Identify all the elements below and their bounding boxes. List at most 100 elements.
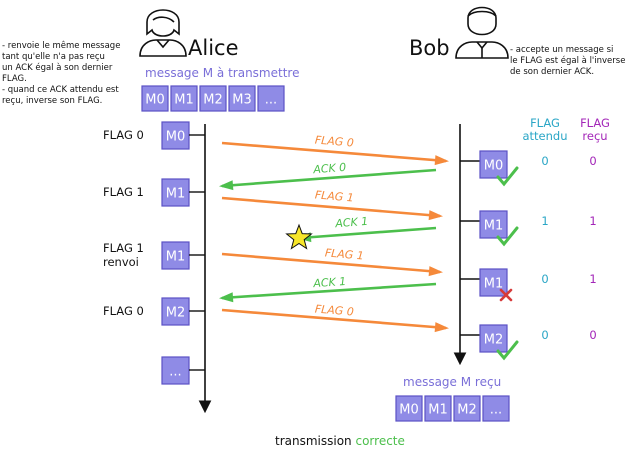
bob-avatar-icon [455, 6, 509, 59]
alice-queue-item-box [141, 85, 169, 112]
cross-icon [499, 288, 513, 302]
flag-table-header: FLAG attendu FLAG reçu [522, 116, 609, 143]
arrow-line [221, 282, 437, 300]
sender-message-box [161, 297, 190, 326]
arrow-line [221, 141, 447, 163]
sender-flag-label: FLAG 1 [103, 241, 144, 255]
bob-queue-item: M1 [424, 395, 452, 422]
arrow-label: ACK 1 [312, 275, 347, 290]
sender-message-label: M2 [166, 306, 186, 321]
received-flag-value: 0 [589, 328, 596, 342]
bob-queue-item: M2 [453, 395, 481, 422]
alice-queue-item-label: M1 [174, 93, 194, 108]
bob-name: Bob [409, 36, 450, 60]
data-arrow: FLAG 1 [221, 246, 443, 277]
expected-flag-header: FLAG [530, 116, 560, 130]
receiver-message-label: M0 [484, 159, 504, 174]
check-icon [496, 226, 519, 247]
arrow-line [221, 308, 447, 330]
received-flag-header: FLAG [580, 116, 610, 130]
received-flag-value: 0 [589, 154, 596, 168]
sender-flag-label: FLAG 0 [103, 304, 144, 318]
sender-message: M1 [161, 178, 190, 207]
alice-queue-item-box [257, 85, 285, 112]
bob-queue-item-box [424, 395, 452, 422]
arrow-head [434, 155, 449, 166]
receiver-message: M1 [479, 210, 508, 239]
receiver-message-box [479, 150, 508, 179]
alice-queue-item: M0 [141, 85, 169, 112]
alice-name: Alice [188, 36, 239, 60]
arrow-line [299, 226, 437, 240]
received-flag-header-sub: reçu [582, 129, 607, 143]
footer-highlight: correcte [355, 434, 404, 448]
left-note-line: FLAG. [2, 74, 27, 84]
bob-queue-item-label: M2 [457, 403, 477, 418]
bob-queue-item-box [395, 395, 423, 422]
lost-ack-star-icon [285, 223, 313, 250]
left-note-line: tant qu'elle n'a pas reçu [2, 52, 105, 62]
ack-arrow: ACK 1 [219, 275, 437, 303]
received-flag-value: 1 [589, 214, 596, 228]
right-note: - accepte un message si le FLAG est égal… [510, 45, 625, 77]
expected-flag-value: 0 [541, 328, 548, 342]
arrow-label: FLAG 0 [314, 302, 354, 318]
alice-queue-item: M3 [228, 85, 256, 112]
check-icon [496, 340, 519, 361]
bob-queue-item: ... [482, 395, 510, 422]
bob-queue-item-box [453, 395, 481, 422]
receiver-message-label: M2 [484, 333, 504, 348]
sender-message: M1 [161, 241, 190, 270]
expected-flag-value: 0 [541, 272, 548, 286]
arrow-label: FLAG 1 [314, 188, 354, 204]
arrow-head [219, 292, 234, 303]
arrow-head [428, 210, 443, 221]
sender-message-box [161, 121, 190, 150]
alice-queue-item-label: M0 [145, 93, 165, 108]
arrow-line [221, 168, 437, 188]
ack-arrow: ACK 0 [219, 161, 437, 191]
ack-arrow: ACK 1 [297, 215, 437, 243]
arrow-head [219, 180, 234, 191]
alice-queue-item: ... [257, 85, 285, 112]
arrow-label: ACK 0 [312, 161, 347, 176]
arrow-label: FLAG 1 [324, 246, 364, 262]
bob-queue-item-label: M0 [399, 403, 419, 418]
arrow-head [428, 266, 443, 277]
bob-queue-item-label: ... [490, 403, 502, 418]
expected-flag-header-sub: attendu [522, 129, 567, 143]
expected-flag-value: 1 [541, 214, 548, 228]
left-note-line: un ACK égal à son dernier [2, 62, 113, 73]
receiver-message-label: M1 [484, 219, 504, 234]
bob-queue: M0 M1 M2... [395, 395, 510, 422]
alice-queue-item-label: M3 [232, 93, 252, 108]
sender-message-label: M1 [166, 187, 186, 202]
receiver-message: M1 [479, 268, 508, 297]
bob-caption: message M reçu [403, 375, 501, 389]
sender-resend-label: renvoi [103, 255, 139, 269]
footer-caption: transmission correcte [275, 434, 405, 448]
data-arrow: FLAG 0 [221, 302, 449, 333]
right-note-line: de son dernier ACK. [510, 67, 594, 77]
sender-flag-label: FLAG 1 [103, 185, 144, 199]
receiver-message: M0 [479, 150, 508, 179]
alice-queue-item-box [170, 85, 198, 112]
sender-message: M0 [161, 121, 190, 150]
arrow-label: ACK 1 [334, 215, 369, 230]
data-arrow: FLAG 0 [221, 133, 449, 166]
right-note-line: le FLAG est égal à l'inverse [510, 55, 625, 66]
left-note: - renvoie le même message tant qu'elle n… [2, 40, 120, 106]
expected-flag-value: 0 [541, 154, 548, 168]
arrow-head [434, 322, 449, 333]
alice-queue-item-label: ... [265, 93, 277, 108]
receiver-message-box [479, 210, 508, 239]
alice-queue-item-box [199, 85, 227, 112]
left-note-line: - quand ce ACK attendu est [2, 85, 119, 95]
received-flag-value: 1 [589, 272, 596, 286]
left-note-line: reçu, inverse son FLAG. [2, 96, 102, 106]
